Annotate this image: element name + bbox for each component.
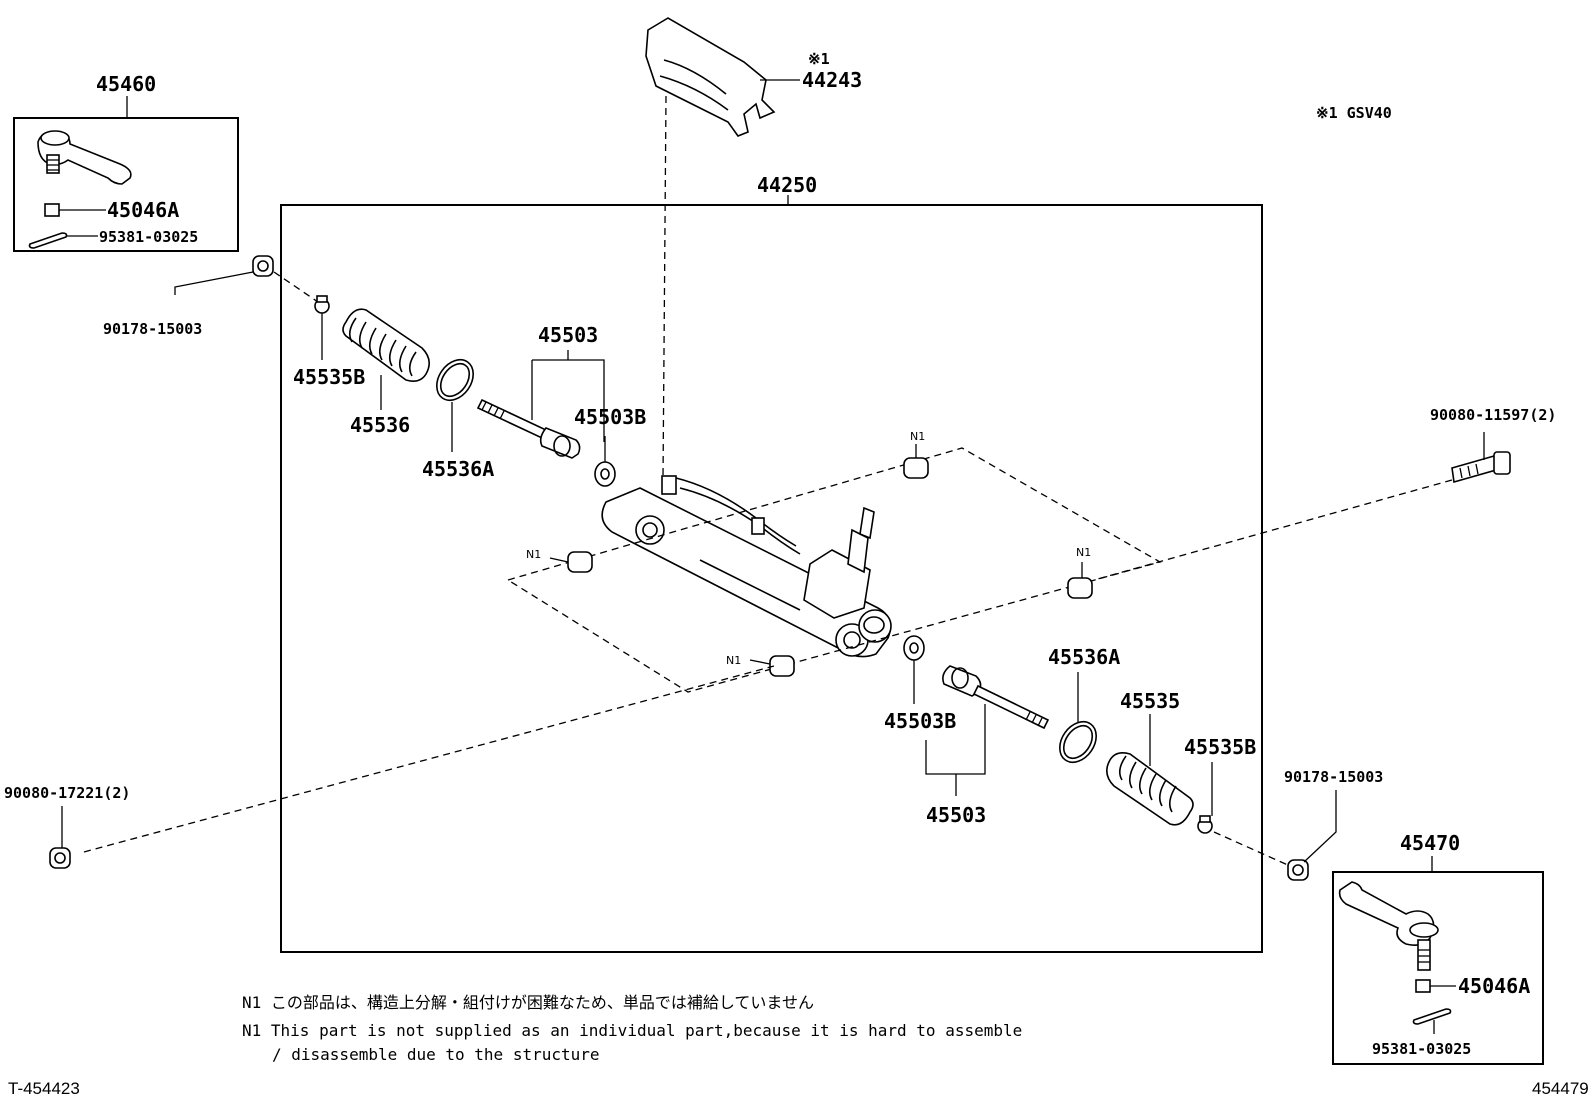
label-n1-b[interactable]: N1 (526, 548, 541, 561)
label-45503-bottom[interactable]: 45503 (926, 803, 986, 827)
washer-45503b-left-icon (594, 461, 616, 487)
cover-44243-icon (645, 17, 776, 137)
nut-45046a-bottom-icon (1415, 979, 1456, 993)
washer-45503b-right-icon (903, 635, 925, 661)
label-44250[interactable]: 44250 (757, 173, 817, 197)
label-44243[interactable]: 44243 (802, 68, 862, 92)
label-45046a-top[interactable]: 45046A (107, 198, 179, 222)
bushing-n1-right-icon (1067, 562, 1093, 599)
box-45460 (13, 117, 239, 252)
label-n1-d[interactable]: N1 (726, 654, 741, 667)
label-90178-left[interactable]: 90178-15003 (103, 320, 202, 338)
label-45535b-left[interactable]: 45535B (293, 365, 365, 389)
label-45470[interactable]: 45470 (1400, 831, 1460, 855)
label-45535[interactable]: 45535 (1120, 689, 1180, 713)
steering-rack-housing-icon (601, 475, 892, 658)
bolt-90080-11597-icon (1451, 451, 1511, 484)
label-90178-right[interactable]: 90178-15003 (1284, 768, 1383, 786)
label-45503-top[interactable]: 45503 (538, 323, 598, 347)
box-45470 (1332, 871, 1544, 1065)
tie-rod-right-icon (942, 665, 1050, 730)
label-90080-11597[interactable]: 90080-11597(2) (1430, 406, 1556, 424)
nut-45046a-top-icon (44, 203, 106, 217)
label-95381-top[interactable]: 95381-03025 (99, 228, 198, 246)
tie-rod-left-icon (476, 398, 581, 459)
clamp-45535b-right-icon (1197, 815, 1213, 834)
cotter-pin-top-icon (28, 232, 98, 249)
assembly-box-44250 (280, 204, 1263, 953)
label-45535b-right[interactable]: 45535B (1184, 735, 1256, 759)
bellows-45536-icon (342, 308, 430, 382)
label-45536[interactable]: 45536 (350, 413, 410, 437)
cotter-pin-bottom-icon (1412, 1008, 1452, 1034)
label-95381-bottom[interactable]: 95381-03025 (1372, 1040, 1471, 1058)
bushing-n1-bottom-icon (749, 655, 795, 677)
label-45536a-left[interactable]: 45536A (422, 457, 494, 481)
label-45460[interactable]: 45460 (96, 72, 156, 96)
note-en-line1: N1 This part is not supplied as an indiv… (242, 1021, 1022, 1040)
label-n1-c[interactable]: N1 (1076, 546, 1091, 559)
nut-90080-17221-icon (49, 847, 71, 869)
label-90080-17221[interactable]: 90080-17221(2) (4, 784, 130, 802)
gsv40-note: ※1 GSV40 (1316, 104, 1392, 122)
band-45536a-right-icon (1059, 720, 1097, 764)
label-45536a-right[interactable]: 45536A (1048, 645, 1120, 669)
label-45046a-bottom[interactable]: 45046A (1458, 974, 1530, 998)
note-en-line2: / disassemble due to the structure (272, 1045, 600, 1064)
tie-rod-end-right-icon (1338, 881, 1439, 971)
note-jp: N1 この部品は、構造上分解・組付けが困難なため、単品では補給していません (242, 993, 814, 1012)
bushing-n1-top-icon (903, 444, 929, 479)
footer-right-code: 454479 (1532, 1079, 1589, 1098)
band-45536a-left-icon (436, 358, 474, 402)
nut-90178-right-icon (1287, 859, 1309, 881)
clamp-45535b-left-icon (314, 295, 330, 314)
label-45503b-bottom[interactable]: 45503B (884, 709, 956, 733)
tie-rod-end-left-icon (37, 130, 132, 185)
label-44243-note[interactable]: ※1 (808, 50, 830, 68)
label-n1-a[interactable]: N1 (910, 430, 925, 443)
bushing-n1-left-icon (549, 551, 593, 573)
bellows-45535-icon (1106, 752, 1194, 826)
label-45503b-top[interactable]: 45503B (574, 405, 646, 429)
nut-90178-left-icon (252, 255, 274, 277)
footer-left-code: T-454423 (8, 1079, 80, 1098)
